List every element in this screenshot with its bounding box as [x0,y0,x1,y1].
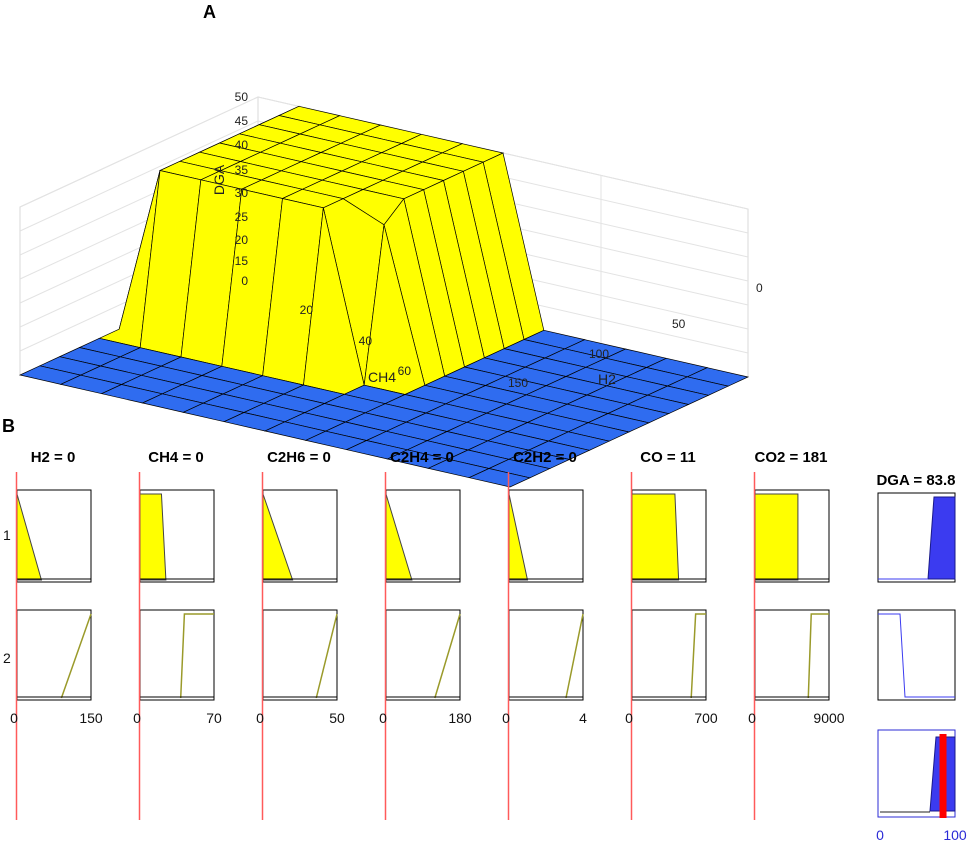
input-title: CH4 = 0 [148,449,203,466]
rule2-box [385,609,461,701]
input-title: CO = 11 [640,449,695,466]
rule2-mf [315,613,338,699]
input-max: 4 [579,710,587,726]
input-title: C2H4 = 0 [390,449,454,466]
ch4-tick-label: 60 [398,364,412,378]
rule-number: 2 [3,650,11,666]
rule2-box [139,609,215,701]
input-max: 70 [206,710,222,726]
z-tick-label: 30 [235,186,249,200]
z-tick-label: 0 [241,274,248,288]
input-title: C2H6 = 0 [267,449,331,466]
grid-line [19,120,259,232]
z-tick-label: 15 [235,254,249,268]
output-mf-2 [878,613,955,698]
ch4-axis-label: CH4 [368,369,396,385]
rule2-mf [60,613,92,699]
z-tick-label: 25 [235,210,249,224]
rule1-box [508,489,584,583]
input-title: H2 = 0 [31,449,76,466]
h2-tick-label: 0 [756,281,763,295]
output-min: 0 [876,827,884,843]
rule2-mf [434,613,461,699]
input-min: 0 [625,710,633,726]
output-value-marker [939,734,947,818]
h2-tick-label: 100 [589,347,609,361]
input-min: 0 [256,710,264,726]
output-title: DGA = 83.8 [876,472,955,489]
output-max: 100 [943,827,967,843]
rule2-box [16,609,92,701]
input-title: CO2 = 181 [755,449,828,466]
rule2-mf [565,613,584,699]
input-min: 0 [133,710,141,726]
h2-tick-label: 150 [508,376,528,390]
z-tick-label: 20 [235,233,249,247]
rule2-box [508,609,584,701]
rule-number: 1 [3,527,11,543]
z-tick-label: 50 [235,90,249,104]
rule2-mf [690,613,706,699]
rule1-mf [139,493,167,581]
input-max: 150 [79,710,103,726]
rule2-mf [179,613,214,699]
input-min: 0 [379,710,387,726]
rule2-mf [807,613,829,699]
rule2-box [754,609,830,701]
rule1-mf [754,493,799,581]
input-title: C2H2 = 0 [513,449,577,466]
h2-tick-label: 50 [672,317,686,331]
input-max: 50 [329,710,345,726]
input-min: 0 [502,710,510,726]
ch4-tick-label: 20 [300,303,314,317]
input-max: 180 [448,710,472,726]
panel-letter-b: B [2,416,15,436]
rule-viewer: 1 2 H2 = 0 0 150 CH4 = 0 0 70 C2H6 = 0 0 50 C2H4 = … [3,449,967,843]
rule1-mf [631,493,680,581]
panel-letter-a: A [203,2,216,22]
rule2-box [262,609,338,701]
surface-cell [468,468,531,488]
input-min: 0 [10,710,18,726]
grid-line [19,96,259,208]
z-tick-label: 40 [235,138,249,152]
z-tick-label: 45 [235,114,249,128]
input-max: 9000 [813,710,844,726]
input-max: 700 [694,710,718,726]
output-box-2 [877,609,956,701]
output-mf-1 [927,496,956,580]
z-axis-label: DGA [211,164,227,195]
ch4-tick-label: 40 [359,334,373,348]
z-tick-label: 35 [235,163,249,177]
input-min: 0 [748,710,756,726]
h2-axis-label: H2 [598,371,616,387]
